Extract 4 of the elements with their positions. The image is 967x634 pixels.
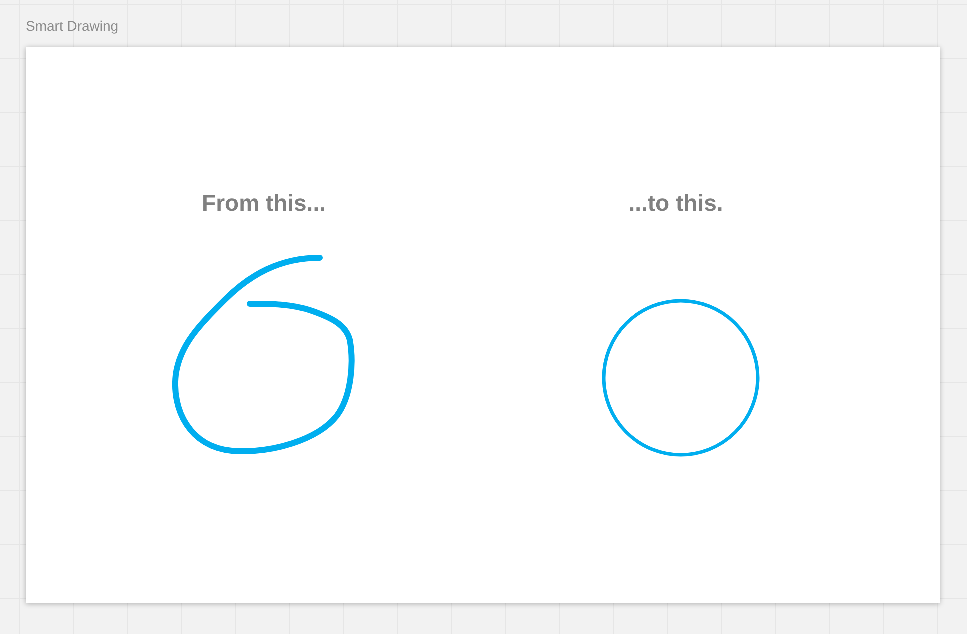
heading: From this... [202, 190, 326, 217]
frame-title: Smart Drawing [26, 18, 119, 35]
circle-outline [602, 299, 760, 457]
heading: ...to this. [628, 190, 724, 217]
